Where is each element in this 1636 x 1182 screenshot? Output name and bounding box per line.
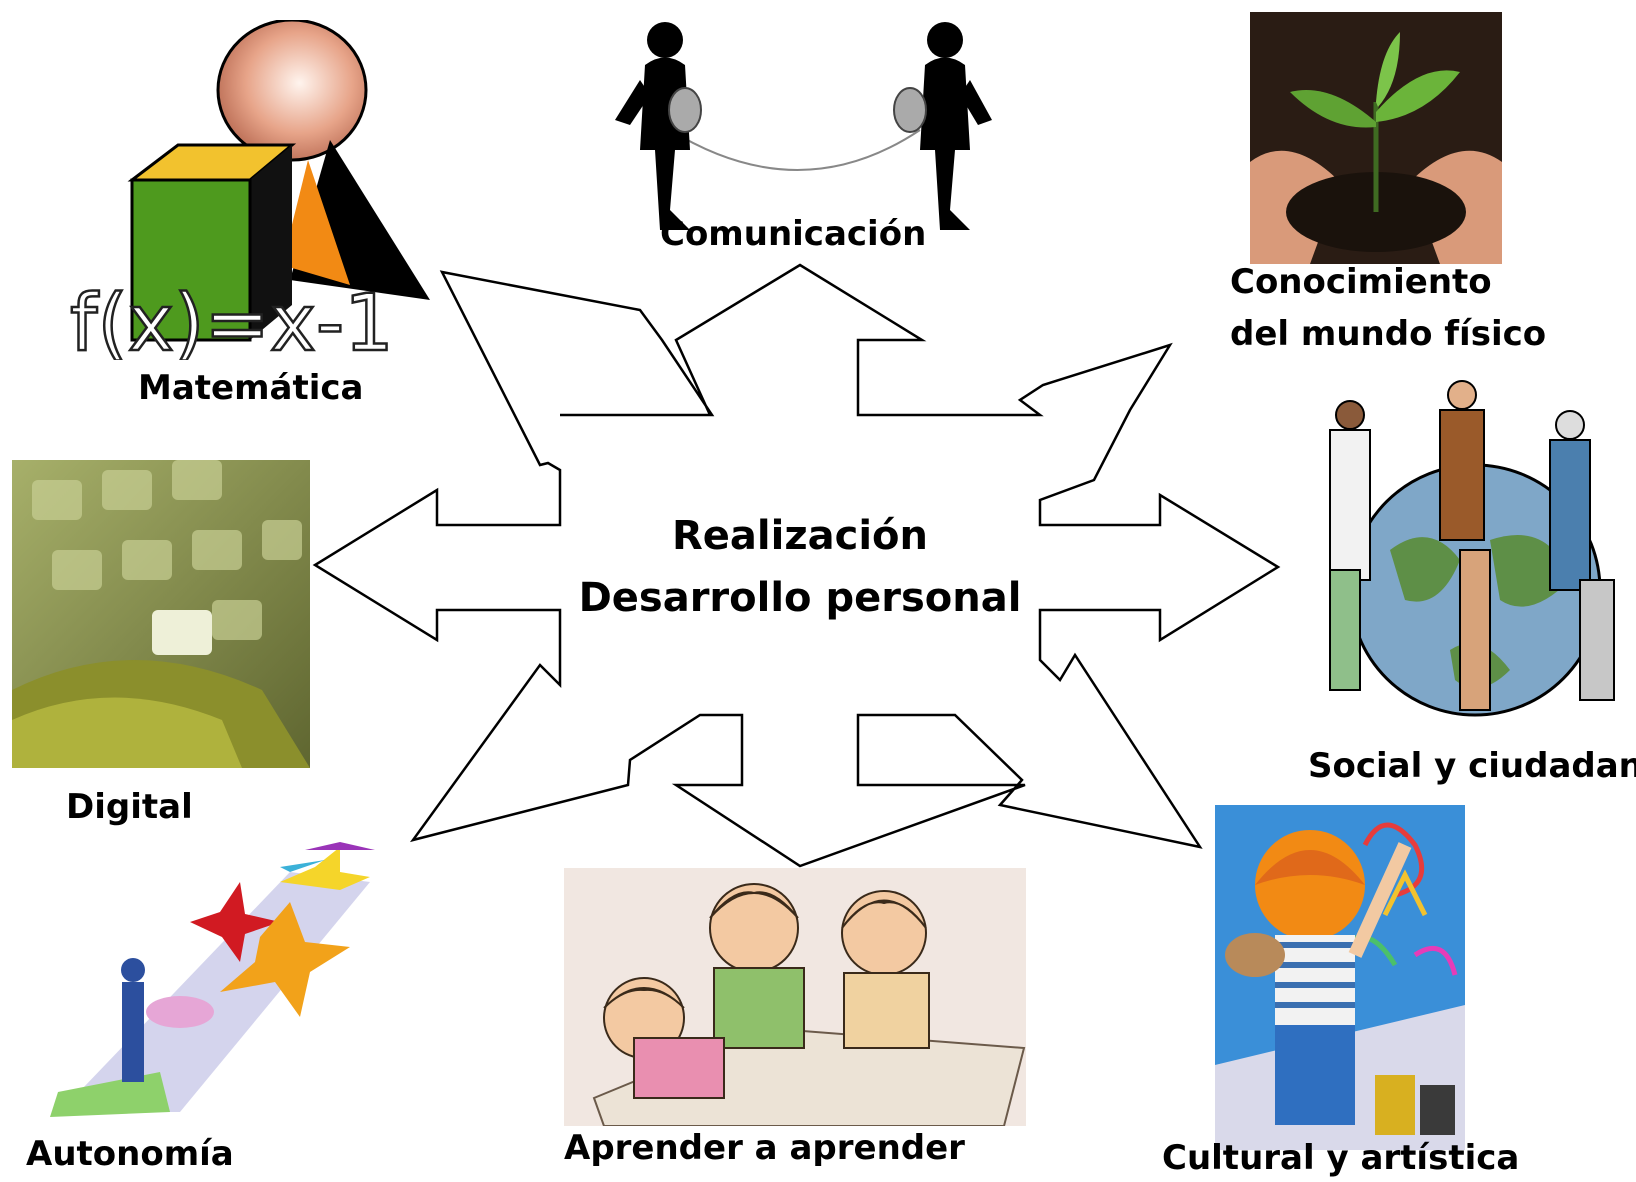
digital-image <box>12 460 310 768</box>
label-comunicacion: Comunicación <box>660 214 927 254</box>
label-matematica: Matemática <box>138 368 364 408</box>
cultural-image <box>1215 805 1465 1150</box>
formula-text: f(x)=x-1 <box>70 279 394 360</box>
label-conocimiento-1: Conocimiento <box>1230 262 1492 302</box>
matematica-image: f(x)=x-1 <box>60 20 440 360</box>
center-line-2: Desarrollo personal <box>578 575 1022 621</box>
label-aprender: Aprender a aprender <box>564 1128 965 1168</box>
label-cultural: Cultural y artística <box>1162 1138 1520 1178</box>
stars-path-icon <box>50 842 375 1117</box>
label-social: Social y ciudadana <box>1308 746 1636 786</box>
label-autonomia: Autonomía <box>26 1134 234 1174</box>
keyboard-icon <box>12 460 310 768</box>
label-digital: Digital <box>66 787 193 827</box>
seedling-icon <box>1250 12 1502 264</box>
center-title: Realización Desarrollo personal <box>555 505 1045 629</box>
aprender-image <box>564 868 1026 1126</box>
children-drawing-icon <box>564 868 1026 1126</box>
geometric-shapes-icon: f(x)=x-1 <box>69 20 430 360</box>
social-image <box>1310 370 1628 740</box>
comunicacion-image <box>600 10 1000 240</box>
tin-can-phone-icon <box>615 22 992 230</box>
center-line-1: Realización <box>672 513 928 559</box>
globe-people-icon <box>1329 380 1615 717</box>
conocimiento-image <box>1250 12 1502 264</box>
autonomia-image <box>40 842 400 1117</box>
child-painting-icon <box>1215 805 1465 1150</box>
label-conocimiento-2: del mundo físico <box>1230 314 1547 354</box>
